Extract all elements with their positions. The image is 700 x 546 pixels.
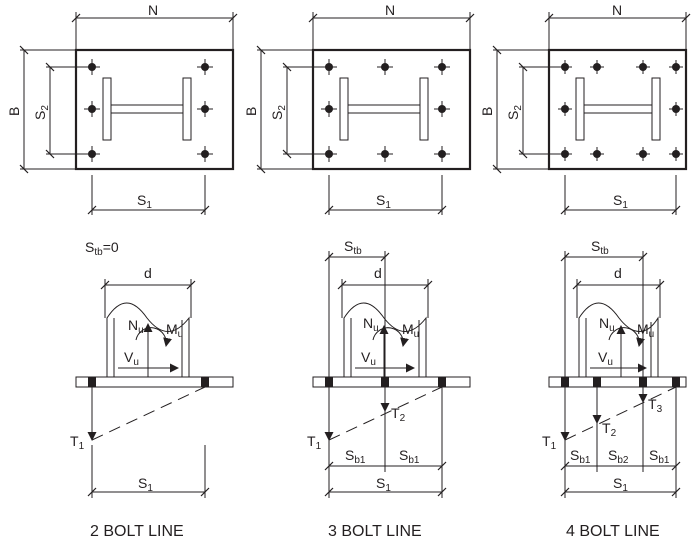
- dim-d-label: d: [614, 265, 622, 281]
- flange-left: [575, 77, 585, 141]
- base-plate-section: [548, 376, 687, 388]
- dim-b-label: B: [243, 107, 259, 116]
- t1-label: T1: [307, 433, 322, 452]
- stb-label: Stb: [344, 238, 362, 257]
- dim-s1-label: S1: [376, 192, 391, 211]
- sb2-label: Sb2: [608, 447, 629, 466]
- column-outline: [578, 302, 659, 377]
- base-plate-section: [312, 376, 471, 388]
- panel-3-elevation: Stb d Nu Mu Vu T1 T2 T3 Sb1 Sb2 Sb1: [542, 238, 687, 540]
- web: [110, 104, 184, 114]
- mu-label: Mu: [637, 321, 654, 340]
- bolt: [201, 377, 209, 387]
- mu-label: Mu: [402, 321, 419, 340]
- dim-s1-label: S1: [138, 475, 153, 494]
- t2-label: T2: [391, 405, 406, 424]
- panel-1-plan: N B S2 S1: [6, 2, 238, 215]
- vu-label: Vu: [598, 349, 613, 368]
- strain-line: [91, 386, 206, 441]
- t1-label: T1: [542, 433, 557, 452]
- bolts: [558, 60, 683, 161]
- caption: 2 BOLT LINE: [90, 523, 184, 540]
- dim-n-label: N: [148, 2, 158, 18]
- bolt: [639, 377, 647, 387]
- base-plate: [547, 48, 688, 171]
- base-plate: [74, 48, 235, 171]
- bolts: [84, 59, 213, 162]
- flange-left: [339, 77, 349, 141]
- web: [583, 104, 653, 114]
- panel-2-plan: N B S2 S1: [243, 2, 475, 215]
- strain-line: [564, 386, 677, 441]
- bolt: [672, 377, 680, 387]
- mu-label: Mu: [166, 321, 183, 340]
- dim-b-label: B: [479, 107, 495, 116]
- t3-label: T3: [648, 396, 663, 415]
- bolt: [561, 377, 569, 387]
- flange-right: [182, 77, 192, 141]
- flange-right: [651, 77, 661, 141]
- sb1-label: Sb1: [399, 447, 420, 466]
- stb-label: Stb: [591, 238, 609, 257]
- dim-s1-label: S1: [137, 192, 152, 211]
- base-plate-section: [75, 376, 234, 388]
- column-outline: [106, 302, 190, 377]
- sb1-label: Sb1: [649, 447, 670, 466]
- column-outline: [343, 302, 427, 377]
- panel-1-elevation: Stb=0 d Nu Mu Vu T1 S1 2 BOLT LINE: [70, 239, 234, 540]
- dim-s2-label: S2: [269, 105, 288, 120]
- moment-arrow: [135, 327, 172, 347]
- bolt: [381, 377, 389, 387]
- moment-arrow: [372, 327, 409, 347]
- nu-label: Nu: [128, 317, 144, 336]
- sb1-label: Sb1: [345, 447, 366, 466]
- nu-label: Nu: [599, 315, 615, 334]
- flange-right: [419, 77, 429, 141]
- t1-label: T1: [70, 433, 85, 452]
- base-plate: [311, 48, 472, 171]
- dim-s1-label: S1: [613, 192, 628, 211]
- dim-d-label: d: [144, 265, 152, 281]
- t2-label: T2: [602, 420, 617, 439]
- flange-left: [102, 77, 112, 141]
- bolt: [593, 377, 601, 387]
- vu-label: Vu: [361, 349, 376, 368]
- panel-2-elevation: Stb d Nu Mu Vu T1 T2 Sb1 Sb1 S1 3 BOLT L…: [307, 238, 471, 540]
- caption: 4 BOLT LINE: [566, 523, 660, 540]
- bolt: [325, 377, 333, 387]
- dim-b-label: B: [6, 107, 22, 116]
- bolts: [321, 59, 450, 162]
- caption: 3 BOLT LINE: [328, 523, 422, 540]
- sb1-label: Sb1: [570, 447, 591, 466]
- bolt: [438, 377, 446, 387]
- panel-3-plan: N B S2 S1: [479, 2, 691, 215]
- stb-label: Stb=0: [85, 239, 119, 258]
- moment-arrow: [608, 327, 645, 347]
- vu-label: Vu: [124, 349, 139, 368]
- nu-label: Nu: [363, 315, 379, 334]
- dim-d-label: d: [374, 265, 382, 281]
- dim-s1-label: S1: [613, 475, 628, 494]
- dim-s2-label: S2: [505, 105, 524, 120]
- dim-s1-label: S1: [376, 475, 391, 494]
- dim-s2-label: S2: [32, 105, 51, 120]
- web: [347, 104, 421, 114]
- bolt: [88, 377, 96, 387]
- dim-n-label: N: [385, 2, 395, 18]
- dim-n-label: N: [612, 2, 622, 18]
